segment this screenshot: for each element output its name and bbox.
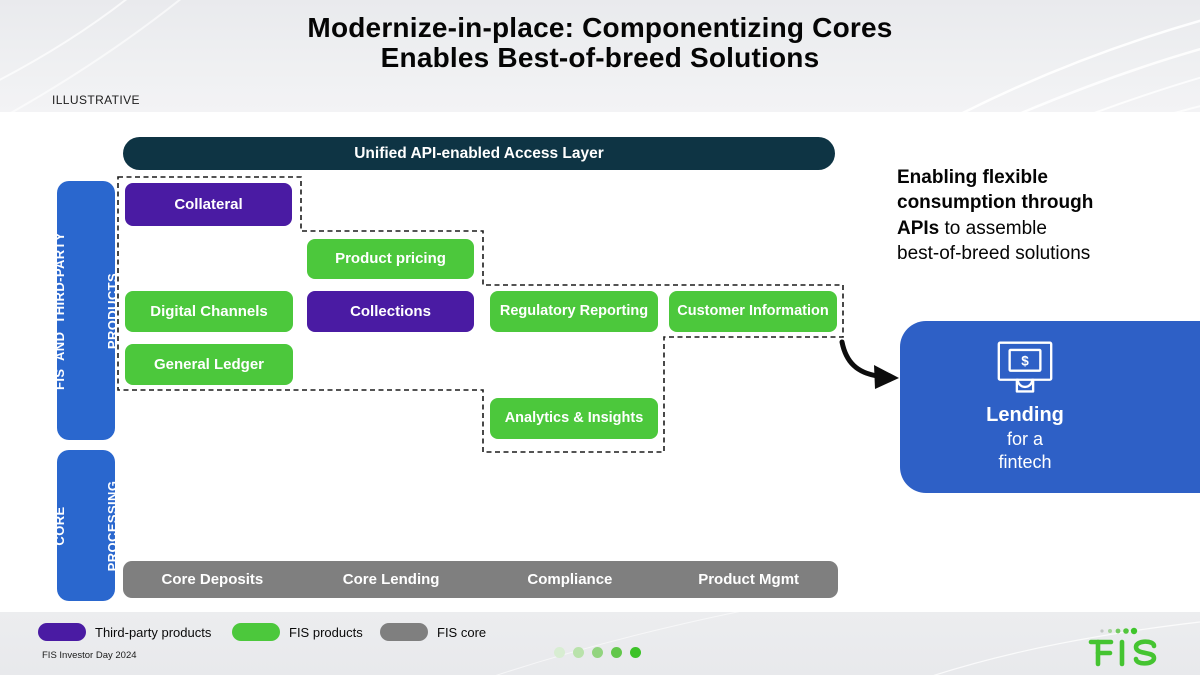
component-collateral-label: Collateral [174, 195, 243, 213]
legend-label-fis-core: FIS core [437, 624, 487, 640]
side-tab-core-line1: CORE [51, 505, 67, 546]
unified-api-access-layer-label: Unified API-enabled Access Layer [354, 144, 604, 162]
component-collections-label: Collections [350, 302, 431, 320]
component-digital-channels: Digital Channels [125, 291, 293, 332]
page-title: Modernize-in-place: Componentizing Cores… [0, 12, 1200, 74]
component-collateral: Collateral [125, 183, 292, 226]
legend-item-third-party: Third-party products [38, 623, 211, 641]
component-analytics-insights: Analytics & Insights [490, 398, 658, 439]
legend-swatch-fis-products [232, 623, 280, 641]
note-bold-text: Enabling flexible [897, 167, 1048, 188]
core-segment-product-mgmt: Product Mgmt [698, 571, 800, 588]
component-product-pricing: Product pricing [307, 239, 474, 279]
header-band: Modernize-in-place: Componentizing Cores… [0, 0, 1200, 112]
legend-label-fis-products: FIS products [289, 624, 363, 640]
lending-card-line3: fintech [998, 452, 1052, 472]
note-line: Enabling flexible [897, 165, 1177, 190]
side-tab-fis-and-third-party-products: FIS AND THIRD-PARTY PRODUCTS [52, 181, 120, 440]
note-line: consumption through [897, 190, 1177, 215]
core-segment-deposits: Core Deposits [161, 571, 264, 588]
slide-progress-dots [554, 647, 641, 658]
core-segment-compliance: Compliance [527, 571, 613, 588]
note-bold-text: consumption through [897, 192, 1094, 214]
note-line: best-of-breed solutions [897, 241, 1177, 266]
flow-arrow [839, 339, 881, 379]
legend-swatch-fis-core [380, 623, 428, 641]
atm-dollar-icon: $ [997, 341, 1053, 393]
unified-api-access-layer-bar: Unified API-enabled Access Layer [123, 137, 835, 170]
progress-dot [611, 647, 622, 658]
fis-logo [1088, 627, 1157, 667]
legend-item-fis-products: FIS products [232, 623, 363, 641]
core-processing-bar: Core Deposits Core Lending Compliance Pr… [123, 561, 838, 598]
legend-item-fis-core: FIS core [380, 623, 486, 641]
progress-dot [573, 647, 584, 658]
lending-card-line2: for a [1006, 428, 1044, 449]
component-customer-information: Customer Information [669, 291, 837, 332]
note-regular-text: best-of-breed solutions [897, 242, 1091, 264]
note-regular-text: to assemble [939, 217, 1047, 239]
lending-for-fintech-card: $ Lending for a fintech [900, 321, 1200, 493]
lending-card-title: Lending [986, 403, 1064, 426]
note-bold-text: APIs [897, 217, 940, 239]
component-regulatory-reporting-label: Regulatory Reporting [499, 302, 649, 319]
legend-swatch-third-party [38, 623, 86, 641]
component-customer-information-label: Customer Information [677, 302, 829, 319]
illustrative-tag: ILLUSTRATIVE [52, 93, 140, 107]
progress-dot [592, 647, 603, 658]
legend-label-third-party: Third-party products [95, 624, 212, 640]
dollar-symbol: $ [1021, 353, 1029, 368]
component-regulatory-reporting: Regulatory Reporting [490, 291, 658, 332]
page-title-line2: Enables Best-of-breed Solutions [380, 42, 820, 74]
footer-band [0, 612, 1200, 675]
component-general-ledger-label: General Ledger [153, 355, 265, 373]
progress-dot [630, 647, 641, 658]
side-tab-products-line1: FIS AND THIRD-PARTY [51, 231, 67, 390]
core-segment-lending: Core Lending [342, 571, 440, 588]
page-title-line1: Modernize-in-place: Componentizing Cores [307, 12, 893, 43]
flow-arrow-head [874, 365, 899, 389]
footer-swirl-decoration [0, 612, 1200, 675]
side-tab-products-line2: PRODUCTS [104, 272, 120, 349]
progress-dot [554, 647, 565, 658]
component-digital-channels-label: Digital Channels [150, 302, 268, 320]
enabling-flexible-consumption-note: Enabling flexible consumption through AP… [897, 165, 1177, 266]
note-line: APIs to assemble [897, 216, 1177, 241]
component-general-ledger: General Ledger [125, 344, 293, 385]
component-product-pricing-label: Product pricing [335, 250, 446, 267]
side-tab-core-line2: PROCESSING [104, 480, 120, 571]
side-tab-core-processing: CORE PROCESSING [52, 450, 120, 601]
footer-note: FIS Investor Day 2024 [42, 650, 137, 661]
component-collections: Collections [307, 291, 474, 332]
component-analytics-insights-label: Analytics & Insights [504, 409, 644, 426]
